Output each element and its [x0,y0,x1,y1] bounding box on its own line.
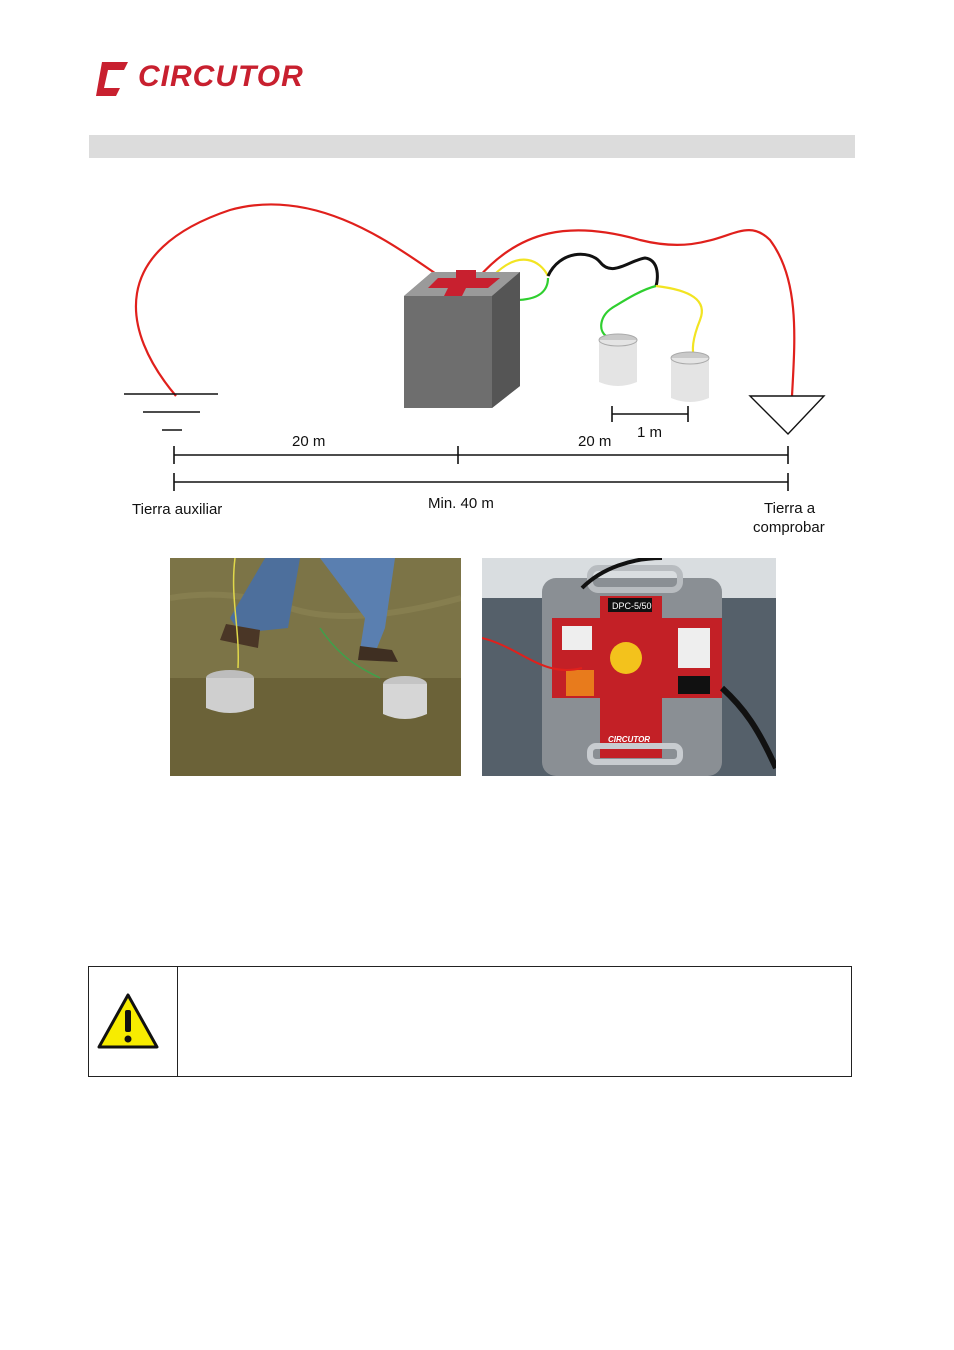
green-wire-probe [600,284,657,337]
label-min-40m: Min. 40 m [428,495,494,512]
device-brand-text: CIRCUTOR [608,735,650,744]
logo-text: CIRCUTOR [138,60,304,93]
diagram-drawing [124,203,826,491]
red-wire-test [477,229,796,397]
device-model-text: DPC-5/50 [612,601,652,611]
photo-field-probes [170,558,461,776]
measurement-diagram: 20 m 20 m 1 m Min. 40 m Tierra auxiliar … [0,190,954,550]
label-20m-left: 20 m [292,433,326,450]
yellow-wire-probe [655,284,703,359]
test-ground-symbol [748,395,826,436]
probe-near-icon [598,333,638,386]
instrument-box-icon [404,270,520,408]
dim-20m [173,446,789,464]
circutor-logo: CIRCUTOR [94,58,324,100]
yellow-wire-device [494,258,549,277]
black-cable [546,252,659,287]
warning-divider [177,967,178,1076]
label-aux-ground: Tierra auxiliar [132,501,223,518]
circutor-logo-icon [96,62,128,96]
aux-ground-symbol [124,393,218,431]
label-test-ground-2: comprobar [753,519,825,536]
red-wire-aux [134,203,446,397]
dim-40m [173,473,789,491]
photo-device: DPC-5/50 CIRCUTOR [482,558,776,776]
label-20m-right: 20 m [578,433,612,450]
probe-right-photo [383,676,427,719]
section-header-bar [89,135,855,158]
label-1m: 1 m [637,424,663,441]
probe-far-icon [670,351,710,402]
dim-1m [611,406,689,422]
warning-triangle-icon [97,993,159,1049]
probe-left-photo [206,670,254,713]
warning-box [88,966,852,1077]
green-wire-device [514,277,550,302]
label-test-ground-1: Tierra a [764,500,816,517]
